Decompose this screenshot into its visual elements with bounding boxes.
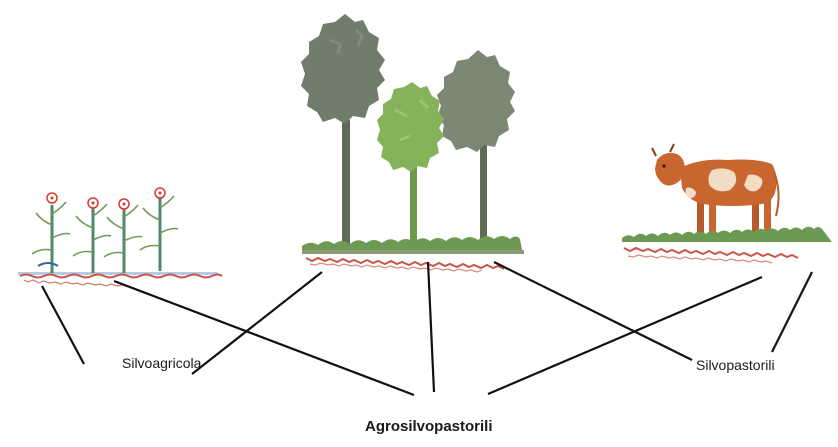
crop-plant-4 — [140, 188, 178, 271]
line-crop-to-agrosilvopastorili — [114, 281, 414, 395]
crop-ground — [18, 272, 222, 287]
label-agrosilvopastorili: Agrosilvopastorili — [365, 418, 493, 435]
crop-plant-2 — [73, 198, 111, 273]
crop-panel — [18, 188, 222, 287]
line-tree-to-silvopastorili — [494, 262, 692, 360]
line-cow-to-silvopastorili — [772, 272, 812, 352]
line-tree-to-silvoagricola — [192, 272, 322, 374]
tree-left — [301, 14, 385, 248]
line-crop-to-silvoagricola — [42, 286, 84, 364]
label-silvopastorili: Silvopastorili — [696, 357, 775, 373]
crop-plant-1 — [32, 193, 70, 273]
cow-panel — [622, 144, 832, 263]
tree-ground — [302, 236, 524, 272]
tree-middle — [377, 82, 444, 248]
cow — [652, 144, 779, 236]
line-tree-to-agrosilvopastorili — [428, 262, 434, 392]
connector-lines — [42, 262, 812, 395]
line-cow-to-agrosilvopastorili — [488, 277, 762, 394]
tree-panel — [301, 14, 524, 272]
label-silvoagricola: Silvoagricola — [122, 355, 201, 371]
tree-right — [437, 50, 515, 246]
cow-ground — [622, 227, 832, 263]
